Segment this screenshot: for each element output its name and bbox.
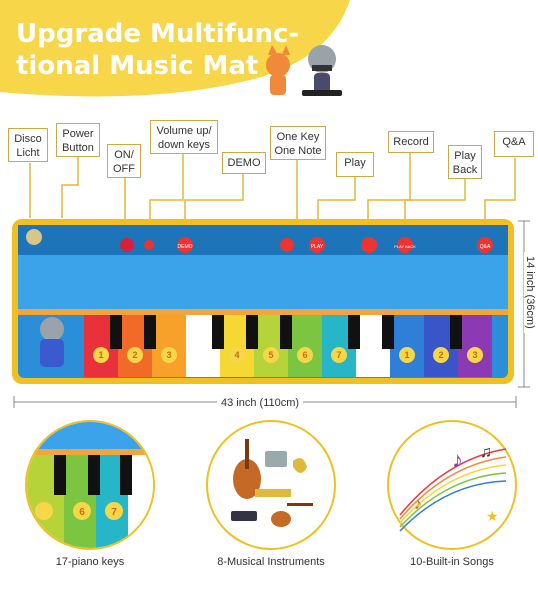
- svg-text:♪: ♪: [414, 496, 422, 513]
- svg-text:6: 6: [79, 507, 85, 518]
- guitar-icon: [271, 511, 291, 527]
- treble-clef-icon: ♪: [452, 447, 463, 472]
- music-mat: DEMO PLAY PLAY BACK Q&A 1 2 3 4: [12, 219, 514, 384]
- label-disco-light: Disco Licht: [8, 128, 48, 162]
- svg-text:4: 4: [234, 350, 239, 360]
- label-play-back: Play Back: [448, 145, 482, 179]
- svg-text:1: 1: [98, 350, 103, 360]
- mascots-illustration: [266, 45, 342, 96]
- height-label: 14 inch (36cm): [524, 252, 536, 333]
- volume-icon: [144, 240, 154, 250]
- svg-text:2: 2: [132, 350, 137, 360]
- width-label: 43 inch (110cm): [217, 397, 304, 409]
- fox-icon: [266, 53, 290, 77]
- svg-text:7: 7: [336, 350, 341, 360]
- caption-songs: 10-Built-in Songs: [410, 556, 494, 568]
- saxophone-icon: [293, 458, 307, 473]
- svg-text:1: 1: [404, 350, 409, 360]
- svg-text:PLAY: PLAY: [311, 244, 324, 250]
- disco-light-icon: [26, 229, 42, 245]
- power-button-icon: [120, 238, 134, 252]
- violin-icon: [233, 439, 261, 499]
- label-qa: Q&A: [494, 131, 534, 157]
- callout-lines: [29, 150, 516, 230]
- piano-keys-feature-image: 6 7: [25, 420, 155, 550]
- svg-text:7: 7: [111, 507, 117, 518]
- label-volume-keys: Volume up/ down keys: [150, 120, 218, 154]
- svg-text:2: 2: [438, 350, 443, 360]
- svg-text:PLAY BACK: PLAY BACK: [394, 244, 416, 249]
- svg-text:DEMO: DEMO: [178, 244, 193, 250]
- songs-feature-image: ♪ ♫ ♪ ★: [387, 420, 517, 550]
- accordion-icon: [265, 451, 287, 467]
- svg-text:Q&A: Q&A: [480, 244, 491, 250]
- svg-text:3: 3: [166, 350, 171, 360]
- label-one-key-one-note: One Key One Note: [270, 126, 326, 160]
- caption-instruments: 8-Musical Instruments: [217, 556, 325, 568]
- star-icon: ★: [486, 508, 499, 524]
- label-record: Record: [388, 131, 434, 153]
- label-power-button: Power Button: [56, 123, 100, 157]
- svg-text:3: 3: [472, 350, 477, 360]
- record-button-icon: [361, 237, 377, 253]
- label-play: Play: [336, 152, 374, 177]
- instruments-feature-image: [206, 420, 336, 550]
- music-note-icon: ♫: [480, 444, 492, 461]
- label-on-off: ON/ OFF: [107, 144, 141, 178]
- keyboard-icon: [231, 511, 257, 521]
- raccoon-keyboard-icon: [40, 317, 64, 341]
- caption-piano-keys: 17-piano keys: [55, 556, 125, 568]
- svg-text:5: 5: [268, 350, 273, 360]
- header-banner: [0, 0, 350, 97]
- xylophone-icon: [255, 489, 291, 497]
- page-title: Upgrade Multifunc- tional Music Mat: [16, 19, 300, 81]
- label-demo: DEMO: [222, 152, 266, 174]
- svg-text:6: 6: [302, 350, 307, 360]
